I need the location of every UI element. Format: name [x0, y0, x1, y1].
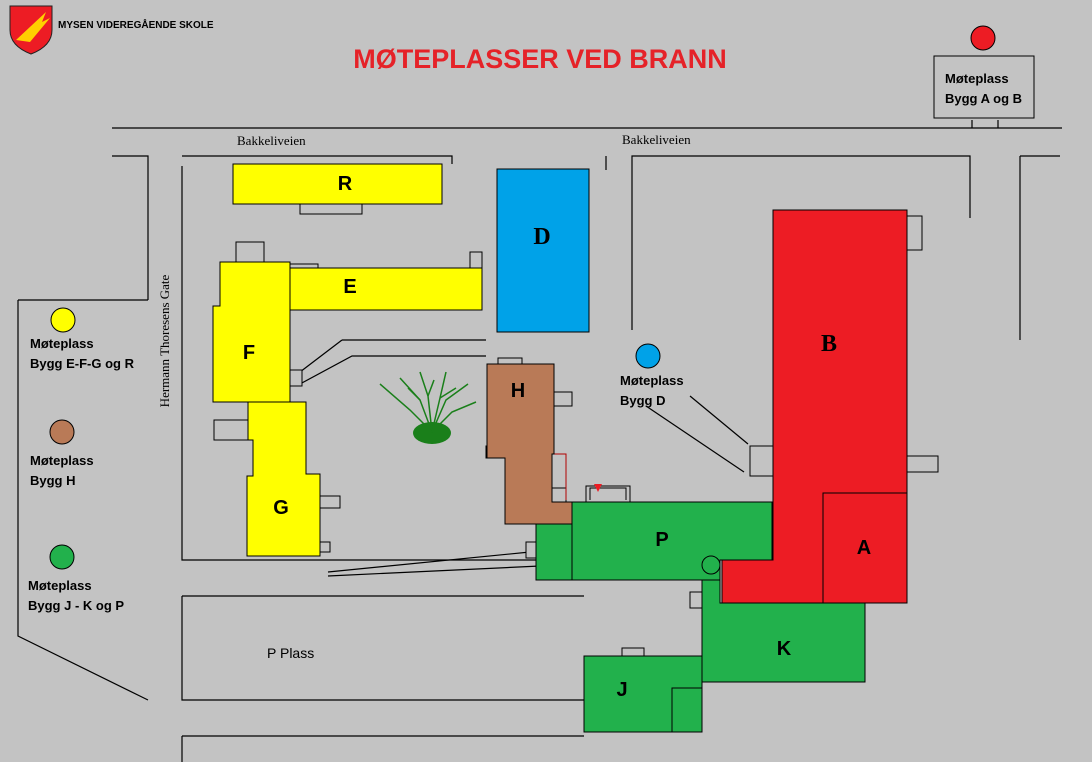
assembly-dot-h [49, 419, 75, 445]
assembly-label-jkp-line1: Møteplass [28, 578, 92, 593]
building-label-d: D [533, 224, 551, 250]
road-label-bakkeliveien-right: Bakkeliveien [622, 132, 691, 147]
building-f [212, 261, 291, 403]
assembly-dot-d [635, 343, 661, 369]
assembly-label-d-line2: Bygg D [620, 393, 666, 408]
assembly-label-efgr-line2: Bygg E-F-G og R [30, 356, 134, 371]
road-label-hermann-thoresens-gate: Hermann Thoresens Gate [157, 274, 172, 408]
assembly-dot-ab [970, 25, 996, 51]
assembly-box-ab [933, 55, 1035, 119]
building-label-r: R [337, 173, 353, 195]
page-title: MØTEPLASSER VED BRANN [353, 44, 727, 74]
assembly-dot-efgr [50, 307, 76, 333]
building-g [246, 401, 321, 557]
fire-exit-marker-icon [594, 484, 602, 492]
building-label-k: K [776, 638, 792, 660]
assembly-label-h-line1: Møteplass [30, 453, 94, 468]
building-label-a: A [856, 537, 872, 559]
building-label-j: J [616, 679, 628, 701]
road-lines [17, 120, 1062, 762]
building-label-p: P [655, 529, 669, 551]
building-a [822, 492, 908, 604]
school-crest-icon [9, 5, 53, 55]
parking-label: P Plass [267, 645, 315, 661]
assembly-label-d: Møteplass Bygg D [620, 371, 684, 411]
building-e [288, 267, 483, 311]
assembly-label-efgr: Møteplass Bygg E-F-G og R [30, 334, 134, 374]
assembly-label-jkp-line2: Bygg J - K og P [28, 598, 125, 613]
tree-icon [379, 371, 477, 444]
assembly-label-ab-line2: Bygg A og B [945, 91, 1023, 106]
building-label-e: E [343, 276, 357, 298]
assembly-label-d-line1: Møteplass [620, 373, 684, 388]
assembly-label-jkp: Møteplass Bygg J - K og P [28, 576, 124, 616]
assembly-label-h: Møteplass Bygg H [30, 451, 94, 491]
school-name: MYSEN VIDEREGÅENDE SKOLE [58, 20, 214, 31]
building-label-b: B [820, 331, 837, 357]
building-label-h: H [510, 380, 526, 402]
assembly-label-ab: Møteplass Bygg A og B [945, 69, 1022, 109]
building-label-f: F [242, 342, 256, 364]
building-d [496, 168, 590, 333]
building-label-g: G [273, 497, 289, 519]
assembly-label-efgr-line1: Møteplass [30, 336, 94, 351]
building-j [583, 655, 703, 733]
building-r [232, 163, 443, 205]
buildings [212, 163, 908, 733]
assembly-label-ab-line1: Møteplass [945, 71, 1009, 86]
road-label-bakkeliveien-left: Bakkeliveien [237, 133, 306, 148]
assembly-label-h-line2: Bygg H [30, 473, 76, 488]
assembly-dot-jkp [49, 544, 75, 570]
